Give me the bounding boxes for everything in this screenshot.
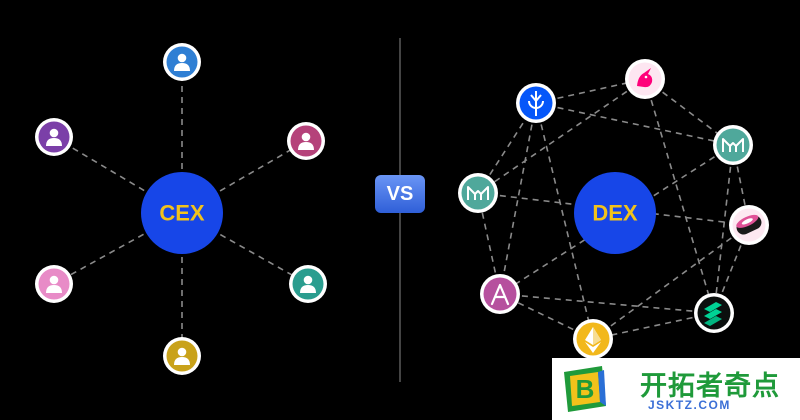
watermark-url: JSKTZ.COM <box>648 398 731 412</box>
cex-hub-circle <box>141 172 223 254</box>
user-icon <box>298 132 314 150</box>
cex-hub: CEX <box>141 172 223 254</box>
cex-user-nodes <box>35 43 327 375</box>
unicorn-icon <box>637 68 653 88</box>
aave-node <box>480 274 520 314</box>
compound-icon <box>704 302 722 326</box>
watermark: B 开拓者奇点 JSKTZ.COM <box>552 358 800 420</box>
user-upper-right-node <box>287 122 325 160</box>
maker-left-node <box>458 173 498 213</box>
maker-icon <box>467 186 489 200</box>
sushi-icon <box>736 214 762 235</box>
dex-hub-circle <box>574 172 656 254</box>
user-upper-left-node <box>35 118 73 156</box>
user-icon <box>174 53 190 71</box>
maker-right-node <box>713 125 753 165</box>
watermark-title: 开拓者奇点 <box>640 371 780 402</box>
vs-badge-box <box>375 175 425 213</box>
uniswap-node <box>625 59 665 99</box>
cex-star-network: CEX <box>35 43 327 375</box>
ethereum-icon <box>585 327 601 353</box>
watermark-logo: B <box>564 366 606 412</box>
sushiswap-node <box>729 205 769 245</box>
yearn-node <box>516 83 556 123</box>
maker-icon <box>722 138 744 152</box>
user-icon <box>174 347 190 365</box>
ethereum-node <box>573 319 613 359</box>
user-icon <box>46 128 62 146</box>
user-lower-left-node <box>35 265 73 303</box>
user-bottom-node <box>163 337 201 375</box>
dex-mesh-network: DEX <box>458 59 769 359</box>
dex-hub-label: DEX <box>592 201 638 226</box>
user-lower-right-node <box>289 265 327 303</box>
watermark-logo-letter: B <box>576 374 595 404</box>
user-icon <box>300 275 316 293</box>
user-top-node <box>163 43 201 81</box>
yearn-icon <box>528 91 544 116</box>
compound-node <box>694 293 734 333</box>
cex-hub-label: CEX <box>159 201 205 226</box>
vs-label: VS <box>387 183 414 205</box>
user-icon <box>46 275 62 293</box>
dex-hub: DEX <box>574 172 656 254</box>
aave-icon <box>490 283 510 306</box>
vs-badge: VS <box>375 175 425 213</box>
